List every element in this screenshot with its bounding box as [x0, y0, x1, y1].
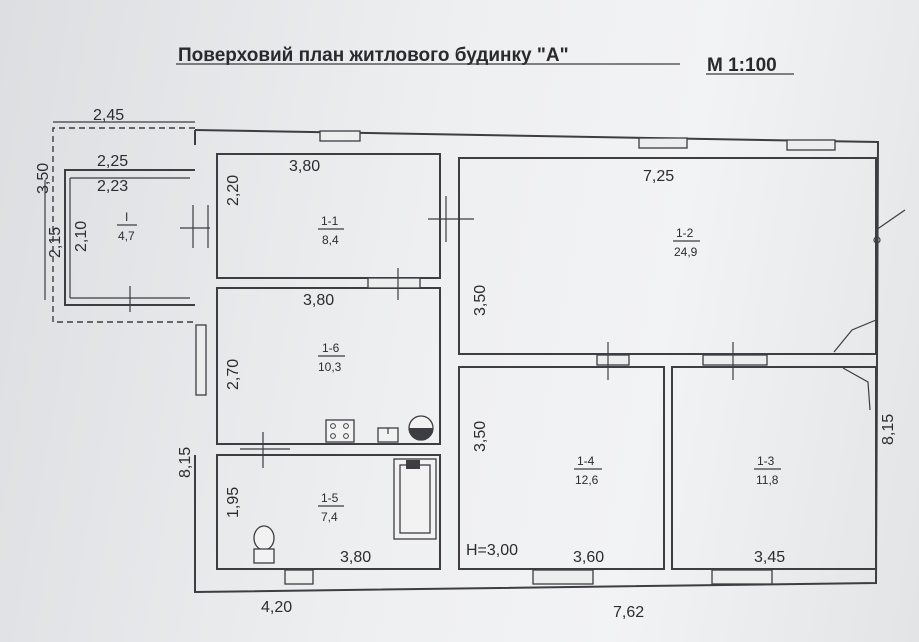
dim-room-1-2-height: 3,50	[472, 285, 489, 316]
window	[596, 354, 630, 366]
dim-left-total: 8,15	[177, 447, 194, 478]
dim-room-1-6-width: 3,80	[303, 292, 334, 309]
window	[711, 569, 773, 585]
dim-room-1-4-height: 3,50	[472, 421, 489, 452]
dim-room-1-6-height: 2,70	[225, 359, 242, 390]
dim-room-1-2-width: 7,25	[643, 168, 674, 185]
svg-text:7,4: 7,4	[321, 510, 338, 524]
dim-room-1-1-height: 2,20	[225, 175, 242, 206]
door-marks	[192, 196, 906, 468]
boiler-icon	[408, 415, 434, 441]
svg-text:1-3: 1-3	[757, 454, 775, 468]
room-label-1-6: 1-6 10,3	[318, 341, 345, 374]
window	[367, 277, 421, 289]
window	[319, 130, 361, 142]
room-1-4-outline	[458, 366, 665, 570]
window	[786, 139, 836, 151]
svg-text:4,7: 4,7	[118, 229, 135, 243]
dim-room-1-1-width: 3,80	[289, 158, 320, 175]
svg-text:10,3: 10,3	[318, 360, 342, 374]
porch-outline	[52, 127, 210, 323]
window	[284, 569, 314, 585]
room-1-6-outline	[216, 287, 441, 445]
dim-porch-outer-width: 2,45	[93, 107, 124, 124]
dim-room-1-3-width: 3,45	[754, 549, 785, 566]
svg-text:1-4: 1-4	[577, 454, 595, 468]
window	[638, 137, 688, 149]
plan-title: Поверховий план житлового будинку "А"	[178, 45, 569, 66]
plan-scale: М 1:100	[707, 55, 777, 76]
room-label-1-2: 1-2 24,9	[673, 226, 700, 259]
svg-text:24,9: 24,9	[674, 245, 698, 259]
room-label-1-3: 1-3 11,8	[754, 454, 781, 487]
ceiling-height: H=3,00	[466, 542, 518, 559]
svg-text:11,8: 11,8	[756, 473, 779, 487]
dim-bottom-total: 7,62	[613, 604, 644, 621]
room-1-3-outline	[671, 366, 877, 570]
room-label-1-5: 1-5 7,4	[318, 491, 344, 524]
room-1-2-outline	[458, 157, 877, 355]
dim-room-1-5-height: 1,95	[225, 487, 242, 518]
dim-porch-width-top: 2,25	[97, 153, 128, 170]
dim-porch-outer-height: 3,50	[35, 163, 52, 194]
room-label-1-4: 1-4 12,6	[574, 454, 602, 487]
svg-text:1-2: 1-2	[676, 226, 694, 240]
svg-text:1-6: 1-6	[322, 341, 340, 355]
toilet-icon	[253, 525, 275, 564]
outer-wall	[194, 129, 880, 594]
window	[702, 354, 768, 366]
sink-icon	[377, 427, 399, 443]
room-label-1-1: 1-1 8,4	[318, 214, 344, 247]
window	[195, 324, 207, 396]
dim-room-1-4-width: 3,60	[573, 549, 604, 566]
bathtub-icon	[393, 458, 437, 540]
dim-bottom-left: 4,20	[261, 599, 292, 616]
dim-room-1-5-width: 3,80	[340, 549, 371, 566]
dim-right-total: 8,15	[880, 414, 897, 445]
svg-text:I: I	[125, 210, 128, 224]
room-1-1-outline	[216, 153, 441, 279]
stove-icon	[325, 419, 355, 443]
windows	[195, 130, 836, 585]
room-1-5-outline	[216, 454, 441, 570]
dim-porch-width-inner: 2,23	[97, 178, 128, 195]
svg-text:1-1: 1-1	[321, 214, 339, 228]
svg-text:8,4: 8,4	[322, 233, 339, 247]
window	[532, 569, 594, 585]
svg-text:1-5: 1-5	[321, 491, 339, 505]
dim-porch-height-outer: 2,15	[47, 227, 64, 258]
dim-porch-height-inner: 2,10	[73, 221, 90, 252]
room-label-I: I 4,7	[117, 210, 137, 243]
svg-text:12,6: 12,6	[575, 473, 599, 487]
